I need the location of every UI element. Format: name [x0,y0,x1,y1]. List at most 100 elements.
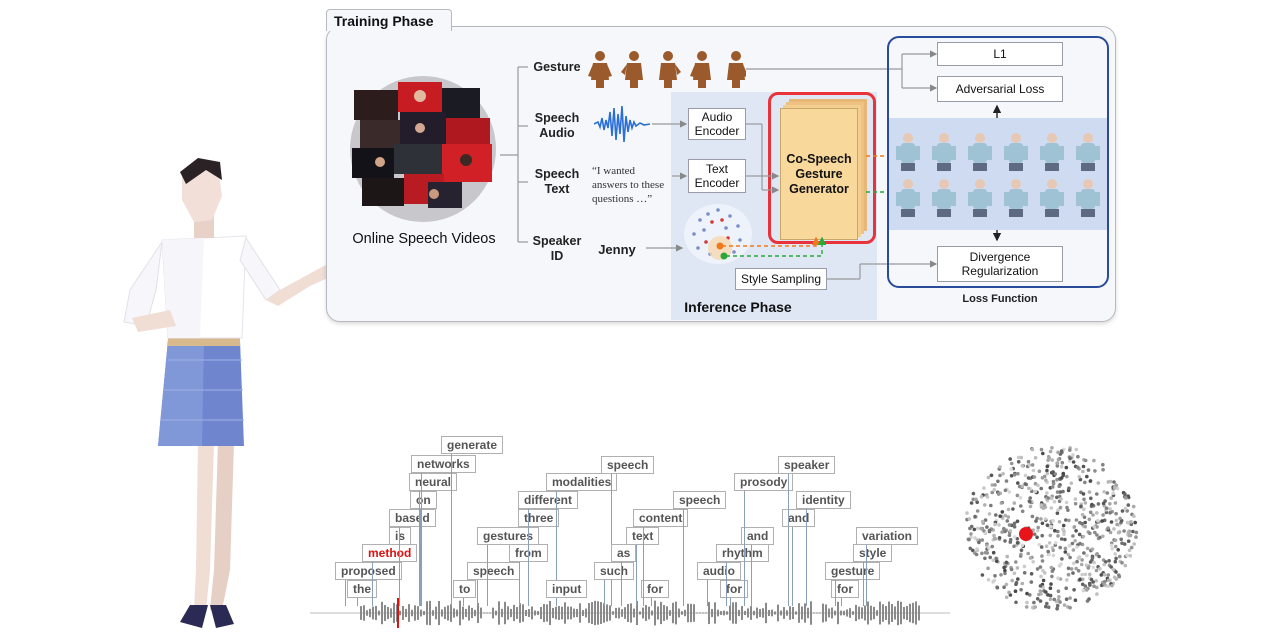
embedding-dot [1061,527,1065,532]
embedding-dot [1113,538,1118,543]
waveform-bar [849,608,851,618]
embedding-dot [1020,464,1025,468]
input-gesture-label: Gesture [533,60,581,74]
embedding-dot [1002,526,1006,531]
caption-word: modalities [546,473,618,491]
embedding-dot [1055,464,1060,468]
waveform-bar [906,606,908,620]
embedding-dot [986,577,991,582]
caption-word-stem [519,560,520,606]
embedding-dot [1014,580,1019,585]
embedding-dot [1125,520,1130,525]
embedding-dot [1012,571,1017,576]
input-speech-text-label: Speech Text [534,167,580,196]
embedding-dot [1015,541,1020,545]
embedding-dot [1049,496,1054,501]
embedding-dot [997,536,1002,540]
embedding-dot [1080,512,1085,517]
waveform-bar [486,612,488,614]
waveform-bar [516,607,518,619]
loss-function-title: Loss Function [962,293,1038,305]
embedding-dot [1126,503,1131,507]
waveform-bar [540,606,542,620]
embedding-dot [1051,518,1055,523]
embedding-dot [972,527,977,532]
waveform-bar [834,610,836,616]
embedding-dot [1041,506,1046,510]
training-phase-title: Training Phase [326,9,452,31]
embedding-dot [1044,590,1048,594]
embedding-dot [1069,481,1074,485]
waveform-bar [672,602,674,624]
caption-word: such [594,562,635,580]
embedding-dot [1045,468,1049,473]
caption-word-stem [636,543,637,606]
embedding-dot [1115,486,1120,491]
embedding-dot [1016,471,1020,476]
embedding-dot [990,544,994,549]
waveform-bar [456,609,458,617]
input-speaker-id-label: Speaker ID [532,234,582,263]
online-speech-videos-label: Online Speech Videos [352,231,496,247]
embedding-dot [1048,597,1053,602]
waveform-bar [489,612,491,614]
waveform-bar [783,607,785,619]
waveform-bar [426,601,428,625]
waveform-bar [636,600,638,626]
embedding-dot [1081,577,1085,582]
waveform-bar [531,606,533,620]
waveform-bar [732,602,734,624]
embedding-dot [1101,501,1106,506]
embedding-dot [1078,577,1082,582]
embedding-dot [1016,460,1021,464]
embedding-dot [1019,548,1024,552]
embedding-dot [989,473,994,478]
caption-word: three [518,509,560,527]
waveform-bar [657,606,659,620]
waveform-bar [363,605,365,621]
embedding-dot [1067,518,1071,523]
waveform-bar [507,606,509,620]
waveform-bar [570,606,572,620]
embedding-dot [1028,556,1033,560]
embedding-dot [1040,476,1045,480]
waveform-bar [711,608,713,618]
waveform-bar [813,612,815,614]
speaker-name: Jenny [598,242,636,257]
waveform-bar [780,610,782,616]
embedding-dot [1015,519,1020,524]
embedding-dot [1112,485,1117,490]
embedding-dot [1020,509,1025,514]
waveform-bar [744,610,746,616]
waveform-bar [789,606,791,620]
embedding-dot [1108,530,1113,535]
embedding-dot [1049,506,1054,510]
embedding-dot [1024,605,1029,609]
embedding-dot [1131,504,1136,509]
embedding-dot [1003,539,1007,543]
caption-word: style [853,544,893,562]
embedding-dot [1095,511,1099,515]
embedding-dot [1050,458,1054,462]
embedding-dot [1088,510,1093,515]
embedding-dot [1127,548,1132,553]
waveform-bar [564,602,566,624]
embedding-dot [983,518,988,522]
caption-word-stem [726,560,727,606]
waveform-bar [729,605,731,621]
embedding-dot [1127,533,1131,538]
waveform-bar [678,608,680,618]
waveform-bar [879,601,881,625]
embedding-dot [1038,584,1043,588]
waveform-bar [600,602,602,624]
caption-word: and [741,527,775,545]
caption-word: the [347,580,377,598]
embedding-dot [1020,581,1025,586]
adversarial-loss-box: Adversarial Loss [937,76,1063,102]
embedding-dot [1102,572,1107,577]
waveform-bar [630,603,632,623]
embedding-dot [1079,562,1084,567]
embedding-dot [987,528,992,533]
embedding-dot [1012,535,1017,539]
embedding-dot [969,501,974,505]
